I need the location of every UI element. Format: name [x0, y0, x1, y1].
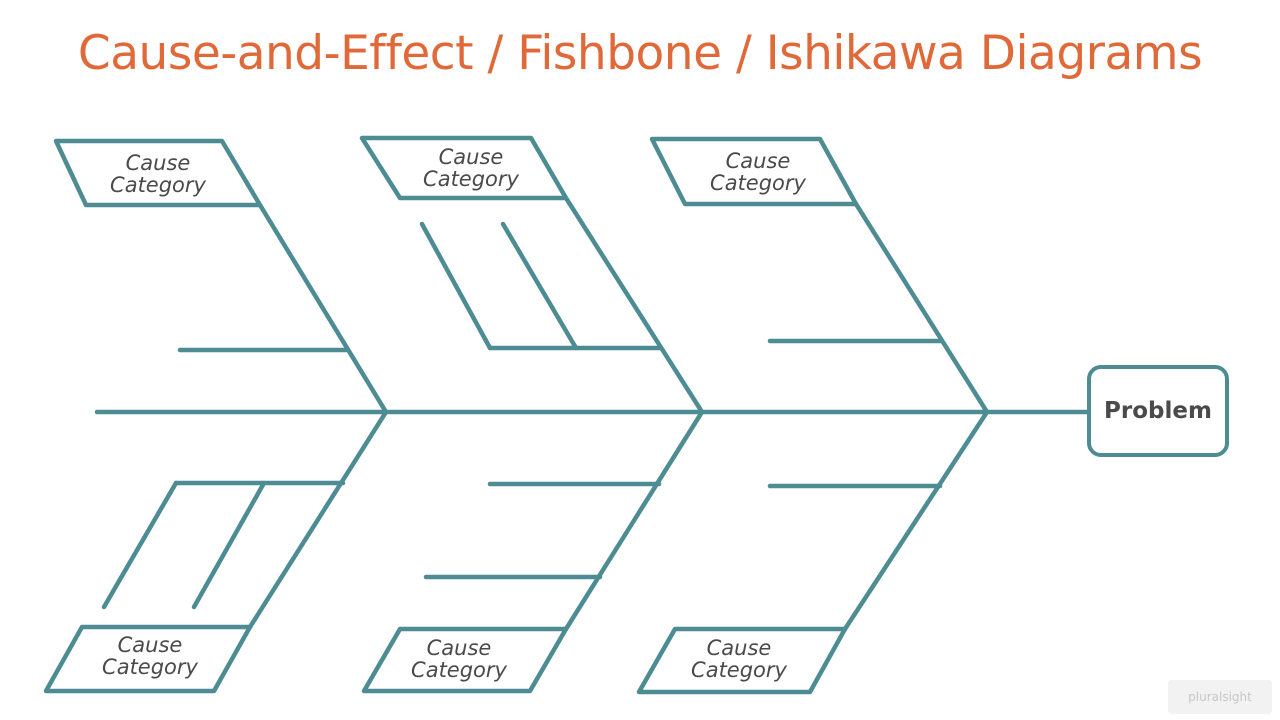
category-box-lower-3: Cause Category [636, 626, 848, 695]
category-box-upper-1: Cause Category [53, 138, 263, 208]
category-label-line1: Cause [726, 149, 791, 173]
slide-title: Cause-and-Effect / Fishbone / Ishikawa D… [77, 26, 1203, 81]
major-bone-lower-3 [842, 409, 990, 632]
category-label-line2: Category [691, 658, 787, 682]
sub-cause-bone [101, 480, 179, 610]
category-label-line1: Cause [126, 151, 191, 175]
major-bone-lower-1 [247, 409, 389, 630]
category-box-upper-2: Cause Category [359, 135, 569, 201]
problem-label: Problem [1104, 398, 1212, 424]
category-box-lower-1: Cause Category [43, 624, 253, 694]
category-box-upper-3: Cause Category [649, 136, 859, 207]
sub-cause-bone [500, 221, 579, 351]
category-label-line2: Category [710, 171, 806, 195]
major-bone-upper-3 [853, 201, 990, 415]
major-bone-lower-2 [563, 409, 705, 632]
sub-cause-bone [191, 480, 267, 610]
watermark-text: pluralsight [1188, 690, 1252, 704]
category-label-line1: Cause [439, 145, 504, 169]
pluralsight-watermark: pluralsight [1168, 680, 1272, 714]
category-label-line2: Category [423, 167, 519, 191]
problem-box: Problem [1087, 365, 1229, 457]
category-label-line2: Category [411, 658, 507, 682]
major-bone-upper-1 [257, 202, 389, 415]
category-label-line1: Cause [118, 633, 183, 657]
major-bone-upper-2 [563, 195, 705, 415]
category-label-line2: Category [102, 655, 198, 679]
category-label-line1: Cause [707, 636, 772, 660]
category-label-line1: Cause [427, 636, 492, 660]
sub-cause-bone [419, 221, 493, 351]
category-box-lower-2: Cause Category [361, 626, 569, 694]
category-label-line2: Category [110, 173, 206, 197]
